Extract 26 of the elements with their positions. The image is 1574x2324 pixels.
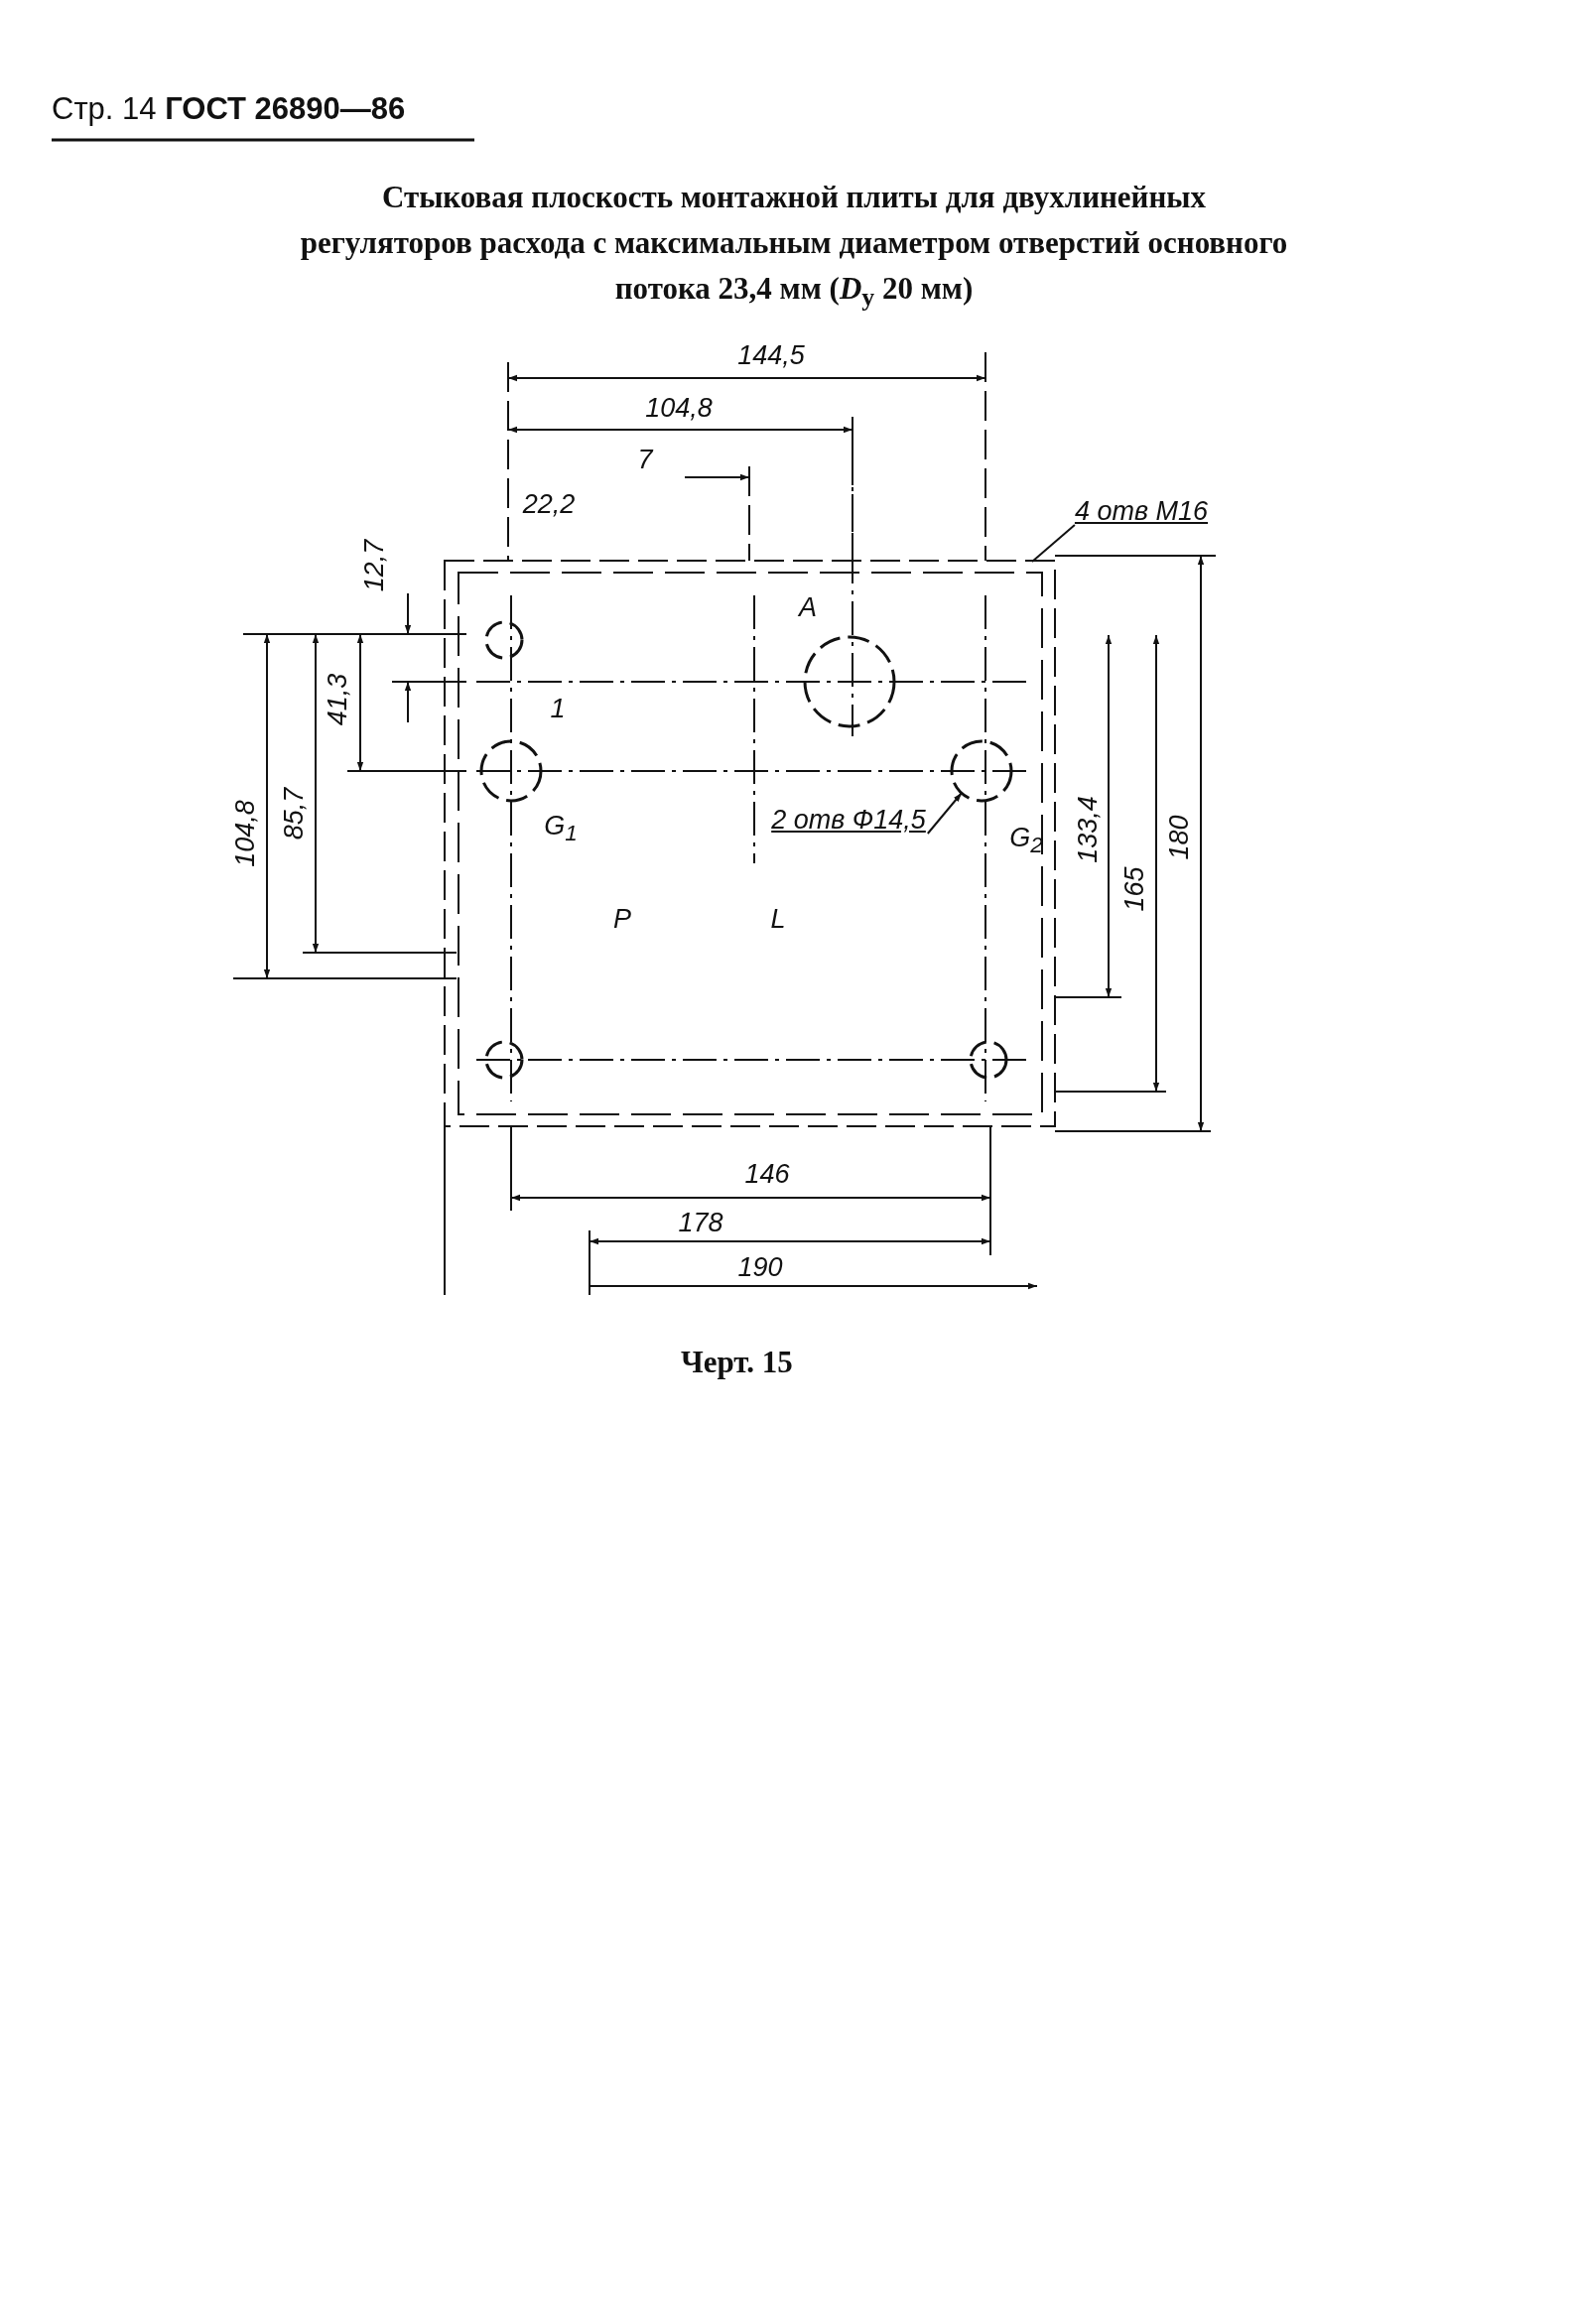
page-header: Стр. 14 ГОСТ 26890—86: [52, 91, 406, 127]
port-label: G$_{1}$: [544, 811, 578, 848]
callout-text: 2 отв Ф14,5: [771, 806, 926, 834]
port-label: A: [799, 593, 817, 621]
dimension-label: 7: [637, 446, 653, 473]
dimension-label: 133,4: [1074, 796, 1102, 863]
port-label: L: [770, 905, 786, 933]
leader-line: [926, 792, 963, 835]
dimension-label: 104,8: [231, 800, 259, 867]
dimension-label: 178: [678, 1209, 723, 1236]
title: Стыковая плоскость монтажной плиты для двухлинейных регуляторов расхода с максимальным диаметром отверстий основного потока 23,4 мм (D$_{у}$ 20 мм): [299, 179, 1289, 315]
figure-caption: Черт. 15: [681, 1345, 793, 1380]
dimension-label: 22,2: [522, 490, 576, 518]
leader-line: [1031, 524, 1076, 563]
dimension-label: 165: [1120, 866, 1148, 912]
dimension-label: 146: [744, 1160, 790, 1188]
dimension-label: 41,3: [324, 673, 351, 726]
dimension-label: 104,8: [645, 394, 713, 422]
dimension-label: 144,5: [737, 341, 805, 369]
dimension-label: 85,7: [280, 787, 308, 840]
dimension-label: 12,7: [360, 539, 388, 592]
callout-text: 4 отв М16: [1074, 497, 1209, 525]
port-label: P: [613, 905, 631, 933]
callout-number: 1: [550, 695, 566, 722]
dimension-label: 190: [737, 1253, 783, 1281]
dimension-label: 180: [1165, 815, 1193, 860]
